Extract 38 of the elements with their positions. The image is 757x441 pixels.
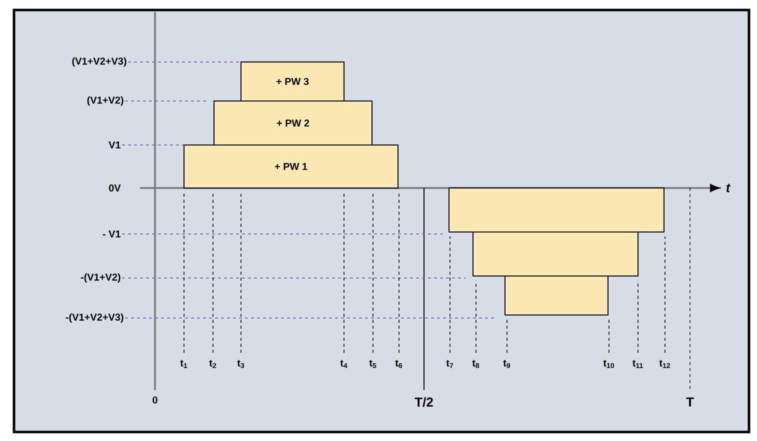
pulse-box: + PW 1 — [184, 144, 398, 188]
level-label: - V1 — [102, 230, 121, 238]
origin-label: 0 — [152, 396, 158, 404]
leader-line — [398, 192, 400, 354]
time-label: t$_{10}$ — [603, 360, 614, 368]
time-label: t$_{8}$ — [472, 360, 480, 368]
pulse-box: + PW 2 — [214, 100, 372, 146]
time-label: t$_{1}$ — [180, 360, 188, 368]
level-label: -(V1+V2+V3) — [66, 313, 124, 323]
leader-line — [506, 319, 508, 354]
time-label: t$_{11}$ — [632, 360, 643, 368]
time-label: t$_{9}$ — [503, 360, 510, 368]
period-label: T — [686, 398, 694, 406]
time-label: t$_{7}$ — [446, 360, 454, 368]
period-label: T/2 — [414, 397, 433, 407]
time-label: t$_{4}$ — [340, 360, 348, 368]
level-label: -(V1+V2) — [80, 273, 120, 283]
level-label: V1 — [108, 142, 121, 148]
time-label: t$_{5}$ — [369, 360, 376, 368]
time-label: t$_{6}$ — [395, 360, 402, 368]
pulse-box — [448, 188, 664, 232]
level-label: (V1+V2+V3) — [72, 57, 126, 67]
leader-line — [212, 192, 214, 354]
leader-line — [372, 192, 374, 354]
leader-line — [240, 192, 242, 354]
axis-label: t — [726, 184, 731, 192]
time-label: t$_{3}$ — [237, 360, 244, 368]
pulse-box: + PW 3 — [240, 62, 344, 102]
leader-line — [608, 319, 610, 354]
leader-line — [664, 236, 666, 354]
level-label: (V1+V2) — [87, 96, 124, 106]
guide-line — [124, 100, 208, 102]
guide-line — [122, 144, 184, 146]
time-label: t$_{2}$ — [209, 360, 216, 368]
pulse-box — [472, 232, 638, 276]
level-label: 0V — [108, 184, 121, 192]
pulse-box — [504, 276, 608, 316]
time-label: t$_{12}$ — [659, 360, 670, 368]
